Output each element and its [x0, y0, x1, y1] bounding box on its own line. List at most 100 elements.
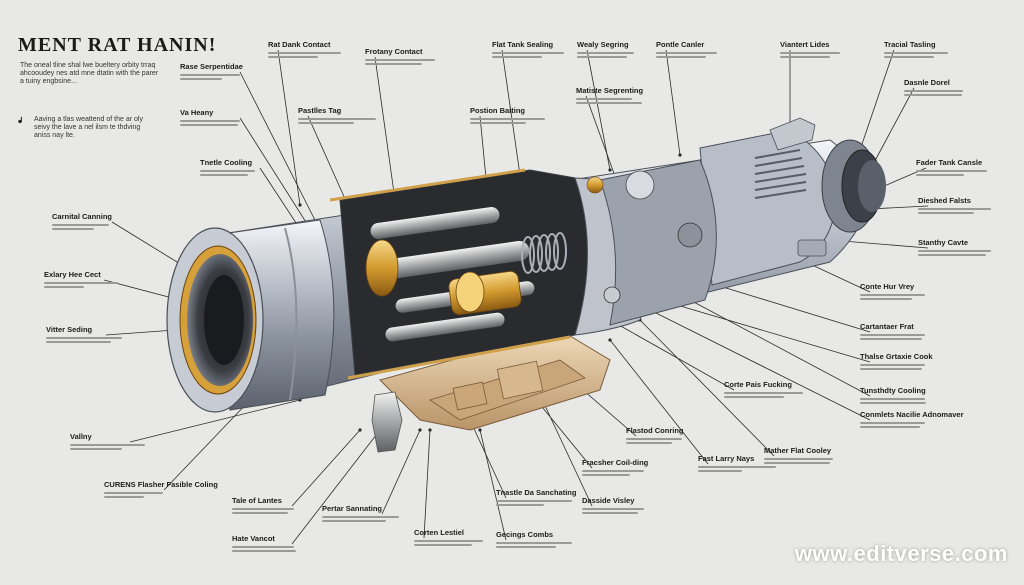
callout-description-placeholder	[577, 51, 697, 58]
leader-line-hate-vancot	[291, 429, 381, 545]
callout-tunsthdty-cooling: Tunsthdty Cooling	[860, 386, 980, 407]
callout-title: Pastlles Tag	[298, 106, 342, 115]
callout-title: Exlary Hee Cect	[44, 270, 101, 279]
callout-vitter-seding: Vitter Seding	[46, 325, 166, 346]
callout-title: Dieshed Falsts	[918, 196, 971, 205]
callout-description-placeholder	[496, 499, 616, 506]
leader-line-pontle-canler	[665, 49, 681, 156]
callout-description-placeholder	[626, 437, 746, 444]
callout-curens-flasher-fasible-coling: CURENS Flasher Fasible Coling	[104, 480, 224, 501]
leader-line-mather-flat-cooley	[639, 319, 775, 457]
callout-title: Fader Tank Cansle	[916, 158, 983, 167]
callout-title: Rase Serpentidae	[180, 62, 243, 71]
callout-title: Viantert Lides	[780, 40, 830, 49]
leader-dot-gecings-combs	[478, 428, 482, 432]
callout-title: Fracsher Coil-ding	[582, 458, 649, 467]
callout-title: Tale of Lantes	[232, 496, 282, 505]
page-title: MENT RAT HANIN!	[18, 34, 217, 56]
callout-title: CURENS Flasher Fasible Coling	[104, 480, 218, 489]
callout-description-placeholder	[52, 223, 172, 230]
leader-line-gecings-combs	[479, 429, 507, 541]
callout-description-placeholder	[918, 249, 1024, 256]
callout-description-placeholder	[200, 169, 320, 176]
leader-line-flat-tank-sealing	[501, 49, 521, 176]
callout-dasnle-dorel: Dasnle Dorel	[904, 78, 1024, 99]
callout-description-placeholder	[414, 539, 534, 546]
callout-description-placeholder	[492, 51, 612, 58]
leader-line-pastlles-tag	[307, 115, 351, 211]
callout-tnetle-cooling: Tnetle Cooling	[200, 158, 320, 179]
callout-fracsher-coil-ding: Fracsher Coil-ding	[582, 458, 702, 479]
cutaway-interior	[329, 159, 717, 380]
callout-description-placeholder	[104, 491, 224, 498]
callout-title: Tnetle Cooling	[200, 158, 253, 167]
callout-description-placeholder	[44, 281, 164, 288]
leader-line-tale-of-lantes	[291, 429, 361, 507]
callout-description-placeholder	[470, 117, 590, 124]
callout-description-placeholder	[298, 117, 418, 124]
callout-description-placeholder	[576, 97, 696, 104]
callout-description-placeholder	[764, 457, 884, 464]
intro-icon: ᖱ	[18, 116, 23, 125]
callout-frotany-contact: Frotany Contact	[365, 47, 485, 68]
callout-title: Cartantaer Frat	[860, 322, 914, 331]
leader-line-fast-larry-nays	[609, 339, 709, 465]
callout-description-placeholder	[860, 333, 980, 340]
leader-dot-rat-dank-contact	[298, 203, 302, 207]
leader-line-wealy-segring	[586, 49, 611, 171]
callout-title: Mather Flat Cooley	[764, 446, 832, 455]
callout-description-placeholder	[180, 119, 300, 126]
callout-description-placeholder	[656, 51, 776, 58]
leader-dot-pontle-canler	[678, 153, 682, 157]
callout-tale-of-lantes: Tale of Lantes	[232, 496, 352, 517]
callout-pastlles-tag: Pastlles Tag	[298, 106, 418, 127]
callout-hate-vancot: Hate Vancot	[232, 534, 352, 555]
callout-rase-serpentidae: Rase Serpentidae	[180, 62, 300, 83]
watermark: www.editverse.com	[794, 541, 1008, 566]
callout-description-placeholder	[860, 293, 980, 300]
callout-title: Dasside Visley	[582, 496, 635, 505]
leader-dot-pertar-sannating	[418, 428, 422, 432]
callout-description-placeholder	[860, 421, 980, 428]
callout-pertar-sannating: Pertar Sannating	[322, 504, 442, 525]
leader-line-corten-lestiel	[423, 429, 431, 539]
callout-description-placeholder	[916, 169, 1024, 176]
leader-line-tunsthdty-cooling	[689, 299, 871, 397]
callout-fader-tank-cansle: Fader Tank Cansle	[916, 158, 1024, 179]
callout-vianert-lider: Viantert Lides	[780, 40, 900, 61]
callout-dieshed-falsts: Dieshed Falsts	[918, 196, 1024, 217]
callout-title: Matiste Segrenting	[576, 86, 644, 95]
callout-description-placeholder	[268, 51, 388, 58]
support-mount	[371, 329, 611, 453]
callout-thalse-grtaxie-cook: Thalse Grtaxie Cook	[860, 352, 980, 373]
callout-corten-lestiel: Corten Lestiel	[414, 528, 534, 549]
leader-line-thalse-grtaxie-cook	[659, 299, 871, 363]
leader-dot-corten-lestiel	[428, 428, 432, 432]
callout-cartantaer-frat: Cartantaer Frat	[860, 322, 980, 343]
callout-description-placeholder	[884, 51, 1004, 58]
callout-description-placeholder	[496, 541, 616, 548]
callout-description-placeholder	[582, 469, 702, 476]
callout-title: Stanthy Cavte	[918, 238, 969, 247]
callout-description-placeholder	[780, 51, 900, 58]
callout-gecings-combs: Gecings Combs	[496, 530, 616, 551]
callout-description-placeholder	[904, 89, 1024, 96]
leader-line-rat-dank-contact	[277, 49, 301, 206]
leader-line-pertar-sannating	[381, 429, 421, 515]
callout-title: Frotany Contact	[365, 47, 423, 56]
callout-title: Dasnle Dorel	[904, 78, 950, 87]
callout-title: Pontle Canler	[656, 40, 705, 49]
callout-title: Rat Dank Contact	[268, 40, 331, 49]
callout-title: Wealy Segring	[577, 40, 629, 49]
callout-description-placeholder	[860, 363, 980, 370]
leader-line-carnital-canning	[111, 221, 191, 271]
callout-description-placeholder	[365, 58, 485, 65]
front-mouth	[166, 219, 335, 413]
callout-wealy-segring: Wealy Segring	[577, 40, 697, 61]
callout-conmlets-nacilie-adnomaver: Conmlets Nacilie Adnomaver	[860, 410, 980, 431]
callout-title: Tracial Tasling	[884, 40, 936, 49]
leader-line-rase-serpentidae	[239, 71, 321, 231]
callout-title: Vallny	[70, 432, 92, 441]
